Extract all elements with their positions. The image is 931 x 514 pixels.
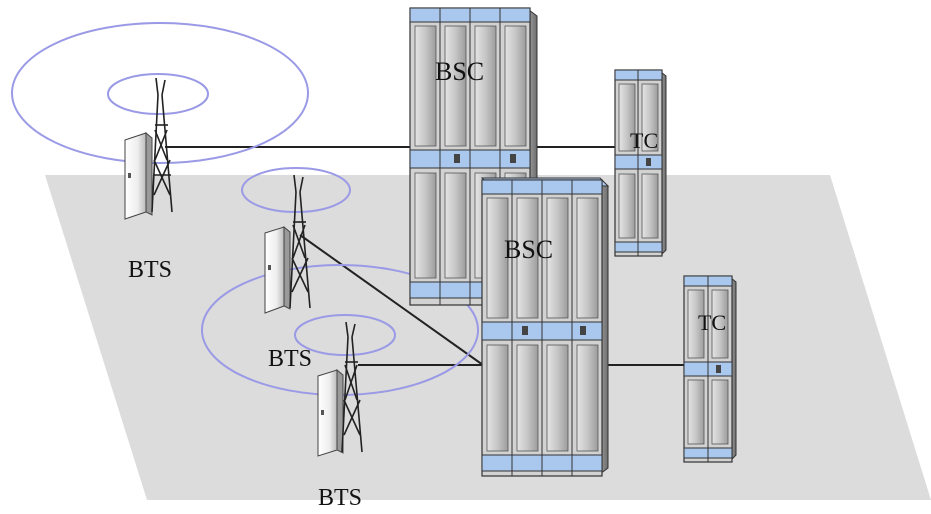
bsc-2: BSC [480, 177, 610, 477]
bts-1-label: BTS [128, 257, 172, 283]
bsc-1-label: BSC [435, 57, 484, 86]
tower-icon [289, 174, 311, 309]
cabinet-icon [480, 177, 610, 477]
link-bts2-bsc2 [299, 234, 484, 366]
bts-3 [317, 321, 363, 457]
cabinet-icon [614, 69, 667, 257]
bts-1 [124, 77, 173, 220]
tc-2-label: TC [698, 310, 726, 335]
cell-2-small [241, 167, 351, 213]
bsc-2-label: BSC [504, 235, 553, 264]
bts-cabinet-icon [264, 225, 291, 314]
links [165, 146, 684, 366]
tower-icon [341, 321, 363, 453]
bts-2 [264, 174, 311, 314]
cell-1-outer [11, 22, 309, 164]
cell-1-inner [107, 73, 209, 115]
cabinet-icon [683, 275, 737, 463]
tc-2: TC [683, 275, 737, 463]
bts-cabinet-icon [124, 131, 153, 220]
bts-cabinet-icon [317, 368, 344, 457]
tc-1-label: TC [630, 128, 658, 153]
tower-icon [151, 77, 173, 213]
tc-1: TC [614, 69, 667, 257]
cell-3-inner [294, 314, 396, 356]
bts-3-label: BTS [318, 485, 362, 511]
bts-2-label: BTS [268, 346, 312, 372]
